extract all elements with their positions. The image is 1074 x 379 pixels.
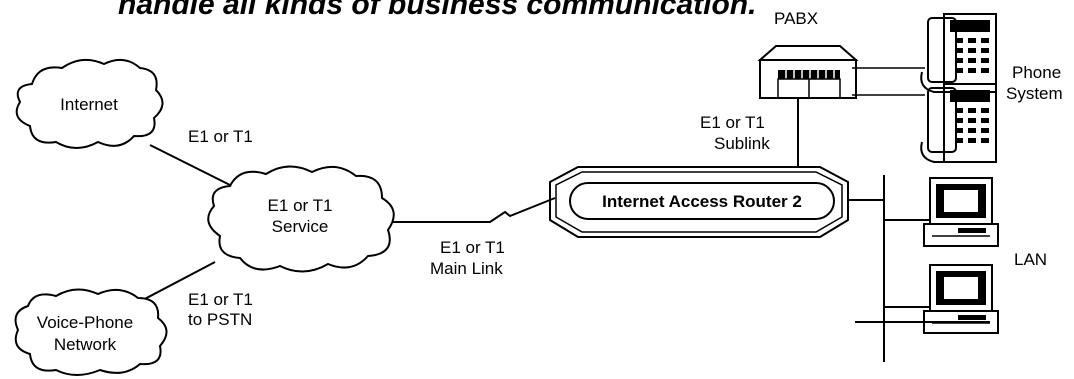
main-link-label-line1: E1 or T1 (440, 238, 505, 257)
phone-icon (920, 13, 997, 93)
main-link-label-line2: Main Link (430, 259, 503, 278)
pabx-icon (757, 45, 859, 99)
internet-label: Internet (60, 95, 118, 114)
phone-system-label-line2: System (1006, 84, 1063, 103)
router-device (549, 166, 849, 238)
service-cloud (207, 165, 395, 273)
voice-label-line2: Network (54, 335, 117, 354)
pstn-link-label-line2: to PSTN (188, 310, 252, 329)
pstn-link-label-line1: E1 or T1 (188, 290, 253, 309)
pabx-label: PABX (774, 9, 818, 28)
router-label: Internet Access Router 2 (602, 192, 802, 211)
internet-to-service-line (149, 144, 233, 187)
sublink-label-line2: Sublink (714, 134, 770, 153)
computer-icon (923, 264, 999, 334)
main-link-line (392, 197, 556, 223)
service-label-line1: E1 or T1 (268, 196, 333, 215)
internet-link-label: E1 or T1 (188, 127, 253, 146)
internet-cloud (15, 58, 164, 149)
voice-phone-cloud (14, 288, 168, 376)
voice-label-line1: Voice-Phone (37, 313, 133, 332)
computer-icon (923, 177, 999, 247)
service-label-line2: Service (272, 217, 329, 236)
lan-label: LAN (1014, 250, 1047, 269)
diagram-title: handle all kinds of business communicati… (118, 0, 756, 21)
phone-system-label-line1: Phone (1012, 63, 1061, 82)
phone-icon (920, 83, 997, 163)
sublink-label-line1: E1 or T1 (700, 113, 765, 132)
